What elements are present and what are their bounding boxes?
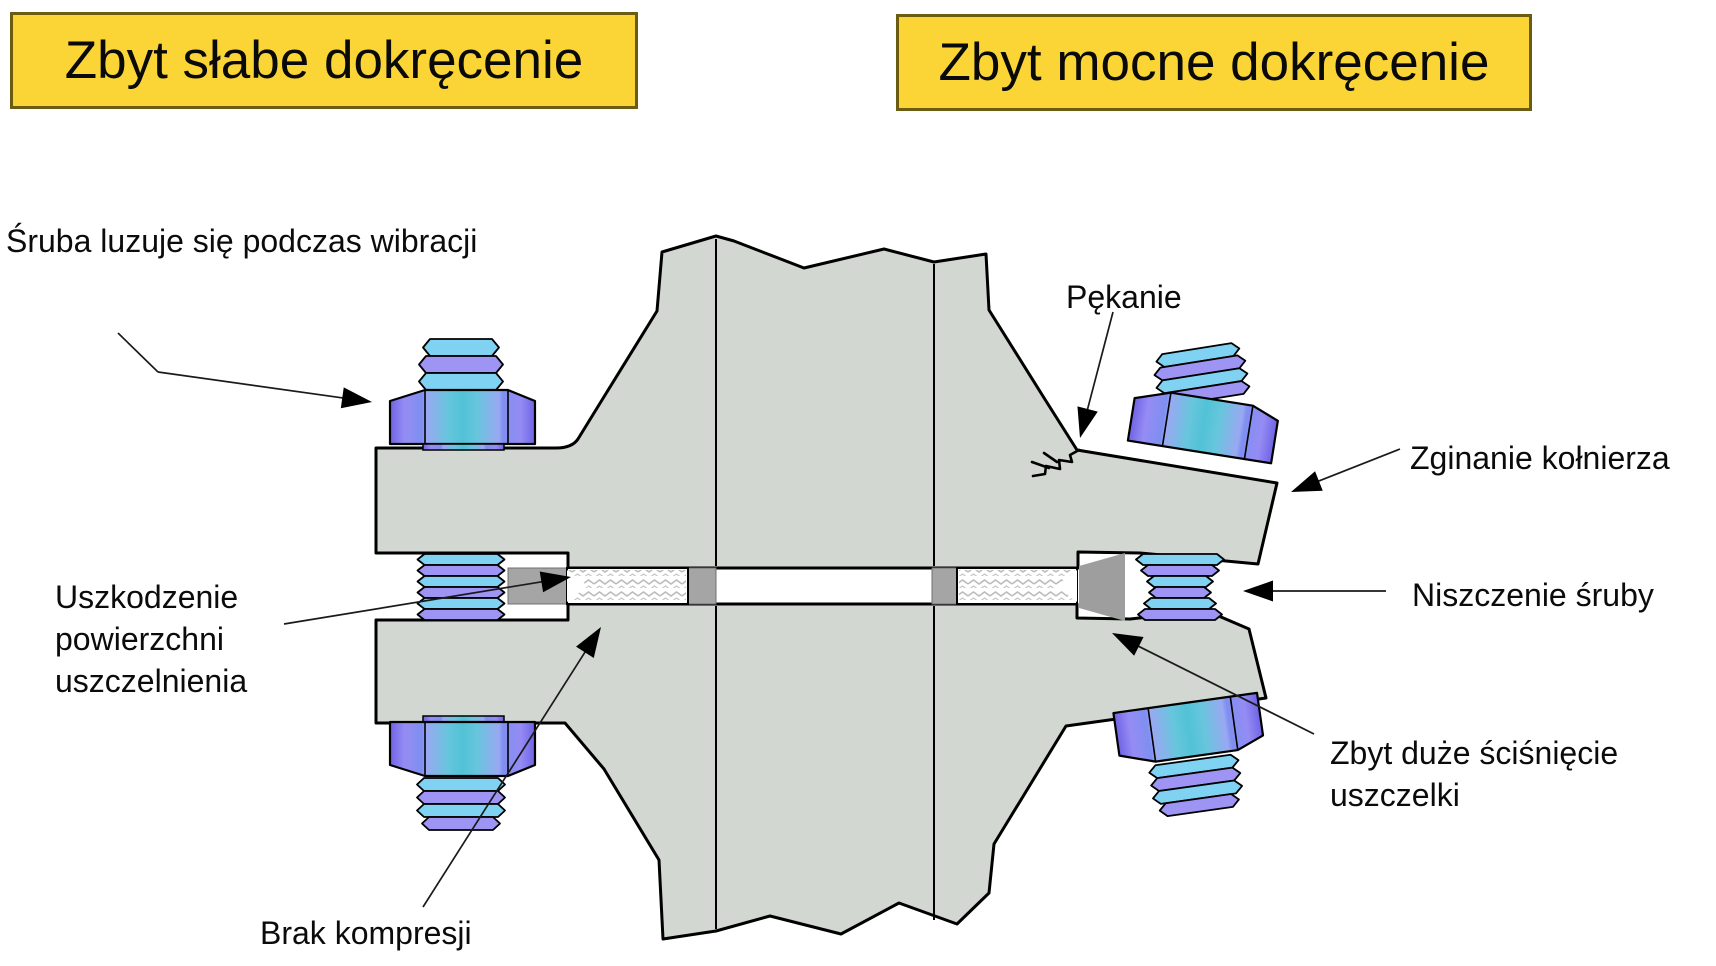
seal-damage-arrow bbox=[283, 571, 571, 625]
label-bolt-destruction: Niszczenie śruby bbox=[1412, 577, 1654, 613]
gasket-compression-arrow bbox=[1112, 633, 1315, 735]
bolt-left-lower-nut bbox=[388, 720, 537, 778]
bolt-left-upper-nut bbox=[388, 388, 537, 446]
label-seal-surface-damage: Uszkodzenie powierzchni uszczelnienia bbox=[55, 579, 248, 699]
bolt-right-bottom-stud-threads bbox=[1148, 753, 1243, 817]
label-bolt-loosens-vibration: Śruba luzuje się podczas wibracji bbox=[6, 223, 478, 259]
label-gasket-overcompression: Zbyt duże ściśnięcie uszczelki bbox=[1330, 735, 1619, 813]
banner-too-weak: Zbyt słabe dokręcenie bbox=[10, 12, 638, 109]
banner-too-weak-label: Zbyt słabe dokręcenie bbox=[64, 31, 584, 90]
lower-flange-body bbox=[374, 602, 1268, 941]
cracking-arrow bbox=[1077, 311, 1114, 438]
gasket-left bbox=[507, 567, 717, 605]
vibration-arrow bbox=[117, 332, 372, 409]
flange-bending-arrow bbox=[1291, 448, 1401, 492]
bolt-right-shaft-threads bbox=[1135, 553, 1225, 621]
banner-too-strong: Zbyt mocne dokręcenie bbox=[896, 14, 1532, 111]
bolt-left-top-stud-threads bbox=[418, 338, 504, 391]
no-compression-arrow bbox=[422, 627, 601, 908]
bolt-left bbox=[388, 338, 537, 831]
bolt-right-upper-nut bbox=[1126, 391, 1279, 465]
gasket-right-notch bbox=[1056, 570, 1077, 602]
bolt-left-upper-collar bbox=[422, 443, 505, 451]
bolt-left-shaft-threads bbox=[416, 553, 506, 621]
gasket-left-notch bbox=[567, 570, 588, 602]
annotation-arrows bbox=[117, 311, 1401, 908]
label-flange-bending: Zginanie kołnierza bbox=[1410, 440, 1670, 476]
bolt-right-lower-nut bbox=[1112, 691, 1265, 763]
bolt-left-bottom-stud-threads bbox=[416, 777, 506, 831]
label-no-compression: Brak kompresji bbox=[260, 915, 472, 951]
gasket-right bbox=[931, 553, 1125, 621]
label-cracking: Pękanie bbox=[1066, 279, 1182, 315]
banner-too-strong-label: Zbyt mocne dokręcenie bbox=[938, 33, 1490, 92]
bolt-destruction-arrow bbox=[1243, 580, 1386, 602]
bolt-right bbox=[1112, 342, 1279, 817]
crack-mark bbox=[1030, 448, 1081, 478]
gasket-squeezed-wedge bbox=[1079, 553, 1125, 621]
pipe-bore-lines bbox=[715, 239, 935, 929]
